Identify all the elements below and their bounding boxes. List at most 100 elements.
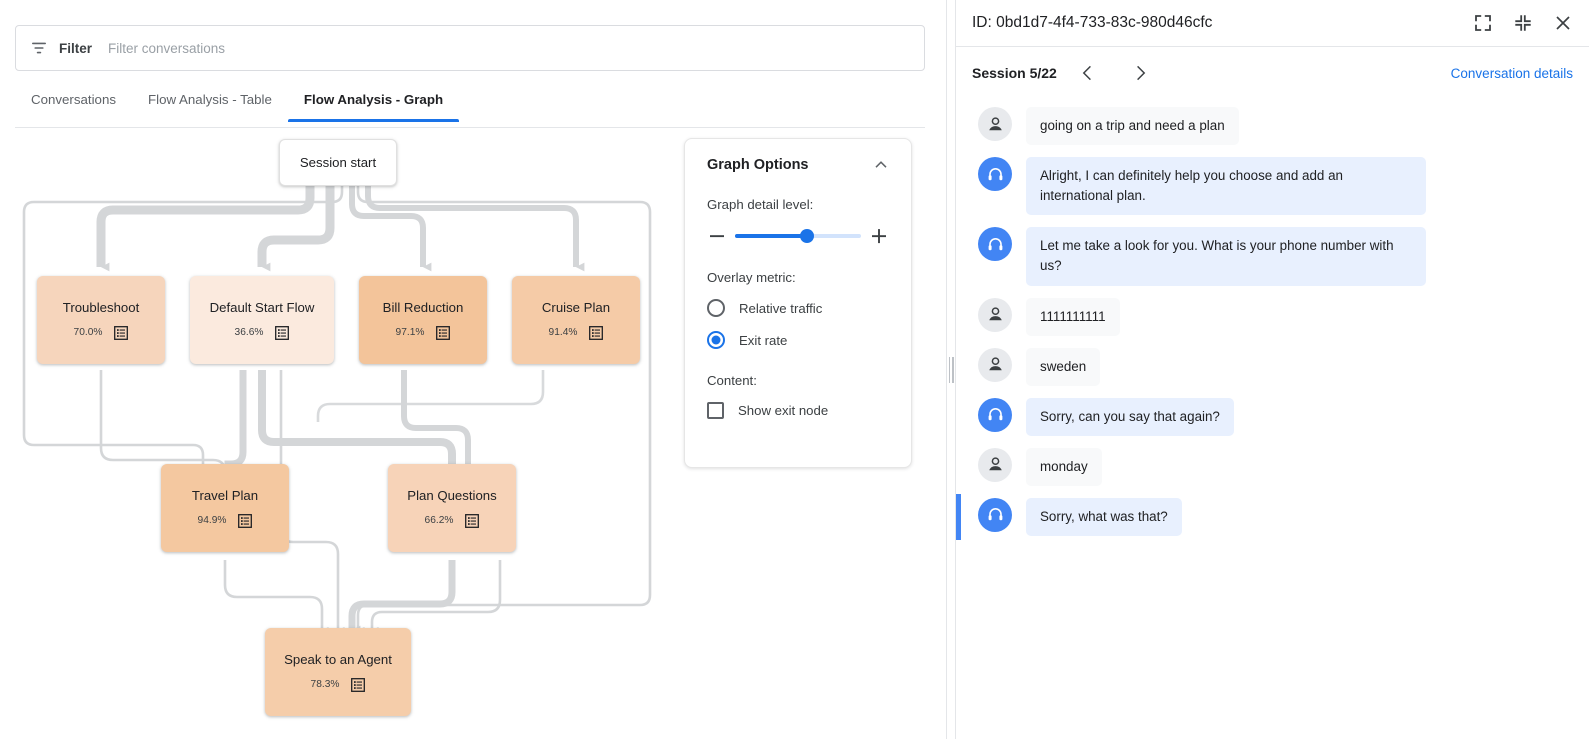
- message-list[interactable]: going on a trip and need a plan Alright,…: [956, 99, 1589, 739]
- node-label: Bill Reduction: [382, 300, 464, 316]
- radio-icon-selected[interactable]: [707, 331, 725, 349]
- node-plan-questions[interactable]: Plan Questions 66.2%: [388, 464, 516, 552]
- checkbox-show-exit-node[interactable]: Show exit node: [707, 402, 889, 419]
- conversation-panel: ID: 0bd1d7-4f4-733-83c-980d46cfc Session…: [956, 0, 1589, 739]
- node-meta: 66.2%: [425, 513, 480, 528]
- checkbox-label: Show exit node: [738, 403, 829, 418]
- node-speak-to-an-agent[interactable]: Speak to an Agent 78.3%: [265, 628, 411, 716]
- chevron-left-icon[interactable]: [1077, 62, 1099, 84]
- avatar-agent: [978, 227, 1012, 262]
- node-travel-plan[interactable]: Travel Plan 94.9%: [161, 464, 289, 552]
- node-troubleshoot[interactable]: Troubleshoot 70.0%: [37, 276, 165, 364]
- overlay-metric-label: Overlay metric:: [707, 270, 796, 285]
- message-row: monday: [956, 442, 1589, 492]
- message-text: 1111111111: [1026, 297, 1120, 336]
- node-meta: 36.6%: [234, 325, 290, 340]
- node-bill-reduction[interactable]: Bill Reduction 97.1%: [359, 276, 487, 364]
- tab-flow-analysis-graph[interactable]: Flow Analysis - Graph: [287, 88, 460, 122]
- close-icon[interactable]: [1553, 13, 1573, 33]
- node-label: Plan Questions: [407, 488, 497, 504]
- filter-label: Filter: [59, 40, 93, 56]
- collapse-icon[interactable]: [1513, 13, 1533, 33]
- list-icon[interactable]: [465, 513, 480, 528]
- node-session-start[interactable]: Session start: [279, 139, 397, 186]
- session-start-label: Session start: [299, 155, 377, 170]
- session-nav-bar: Session 5/22 Conversation details: [956, 47, 1589, 99]
- panel-resize-handle[interactable]: [946, 0, 956, 739]
- slider-thumb[interactable]: [799, 229, 814, 243]
- node-default-start-flow[interactable]: Default Start Flow 36.6%: [190, 276, 334, 364]
- grip-icon: [948, 356, 954, 383]
- plus-icon[interactable]: [869, 226, 889, 246]
- node-label: Cruise Plan: [541, 300, 611, 316]
- message-row-highlighted: Sorry, what was that?: [956, 492, 1589, 542]
- avatar-agent: [978, 397, 1012, 432]
- radio-relative-traffic[interactable]: Relative traffic: [707, 299, 889, 317]
- content-label: Content:: [707, 373, 757, 388]
- radio-icon[interactable]: [707, 299, 725, 317]
- message-text: monday: [1026, 447, 1102, 486]
- avatar-user: [978, 447, 1012, 482]
- node-label: Travel Plan: [191, 488, 259, 504]
- avatar-agent: [978, 157, 1012, 192]
- slider-fill: [735, 234, 807, 238]
- list-icon[interactable]: [114, 325, 129, 340]
- message-text: Sorry, what was that?: [1026, 497, 1182, 537]
- headset-icon: [988, 237, 1002, 251]
- detail-level-label: Graph detail level:: [707, 197, 814, 212]
- tab-flow-analysis-table[interactable]: Flow Analysis - Table: [148, 92, 272, 107]
- list-icon[interactable]: [589, 325, 604, 340]
- minus-icon[interactable]: [707, 226, 727, 246]
- graph-options-panel: Graph Options Graph detail level:: [684, 138, 912, 468]
- expand-icon[interactable]: [1473, 13, 1493, 33]
- session-counter: Session 5/22: [972, 65, 1057, 81]
- list-icon[interactable]: [351, 677, 366, 692]
- avatar-agent: [978, 497, 1012, 532]
- person-icon: [988, 307, 1002, 321]
- node-label: Troubleshoot: [62, 300, 140, 316]
- message-row: going on a trip and need a plan: [956, 101, 1589, 151]
- message-row: sweden: [956, 342, 1589, 392]
- person-icon: [988, 357, 1002, 371]
- node-exit-rate: 78.3%: [310, 679, 340, 691]
- node-cruise-plan[interactable]: Cruise Plan 91.4%: [512, 276, 640, 364]
- checkbox-icon[interactable]: [707, 402, 724, 419]
- avatar-user: [978, 347, 1012, 382]
- node-exit-rate: 97.1%: [395, 327, 425, 339]
- list-icon[interactable]: [275, 325, 290, 340]
- chevron-right-icon[interactable]: [1129, 62, 1151, 84]
- conversation-id: ID: 0bd1d7-4f4-733-83c-980d46cfc: [972, 14, 1213, 31]
- radio-exit-rate[interactable]: Exit rate: [707, 331, 889, 349]
- radio-label: Relative traffic: [739, 300, 823, 316]
- filter-icon: [32, 42, 46, 54]
- node-meta: 91.4%: [548, 325, 604, 340]
- message-text: sweden: [1026, 347, 1101, 386]
- message-text: Alright, I can definitely help you choos…: [1026, 157, 1426, 216]
- message-row: 1111111111: [956, 292, 1589, 342]
- filter-bar[interactable]: Filter: [15, 25, 925, 71]
- node-exit-rate: 36.6%: [234, 327, 264, 339]
- chevron-up-icon[interactable]: [873, 157, 889, 173]
- detail-level-slider[interactable]: [735, 229, 861, 243]
- tab-conversations[interactable]: Conversations: [31, 92, 116, 107]
- message-text: Sorry, can you say that again?: [1026, 397, 1234, 436]
- conversation-details-link[interactable]: Conversation details: [1450, 65, 1573, 81]
- list-icon[interactable]: [238, 513, 253, 528]
- node-exit-rate: 91.4%: [548, 327, 578, 339]
- graph-edge-layer: [22, 184, 652, 635]
- avatar-user: [978, 297, 1012, 332]
- graph-options-title: Graph Options: [707, 157, 809, 173]
- detail-level-slider-row: [707, 226, 889, 246]
- person-icon: [988, 116, 1002, 130]
- message-row: Sorry, can you say that again?: [956, 392, 1589, 442]
- graph-canvas[interactable]: Session start Troubleshoot 70.0% Default…: [0, 130, 946, 739]
- person-icon: [988, 457, 1002, 471]
- avatar-user: [978, 107, 1012, 141]
- conversation-header: ID: 0bd1d7-4f4-733-83c-980d46cfc: [956, 0, 1589, 47]
- graph-options-header: Graph Options: [707, 157, 889, 173]
- list-icon[interactable]: [436, 325, 451, 340]
- node-exit-rate: 70.0%: [73, 327, 103, 339]
- filter-input[interactable]: [106, 39, 707, 57]
- message-row: Let me take a look for you. What is your…: [956, 221, 1589, 291]
